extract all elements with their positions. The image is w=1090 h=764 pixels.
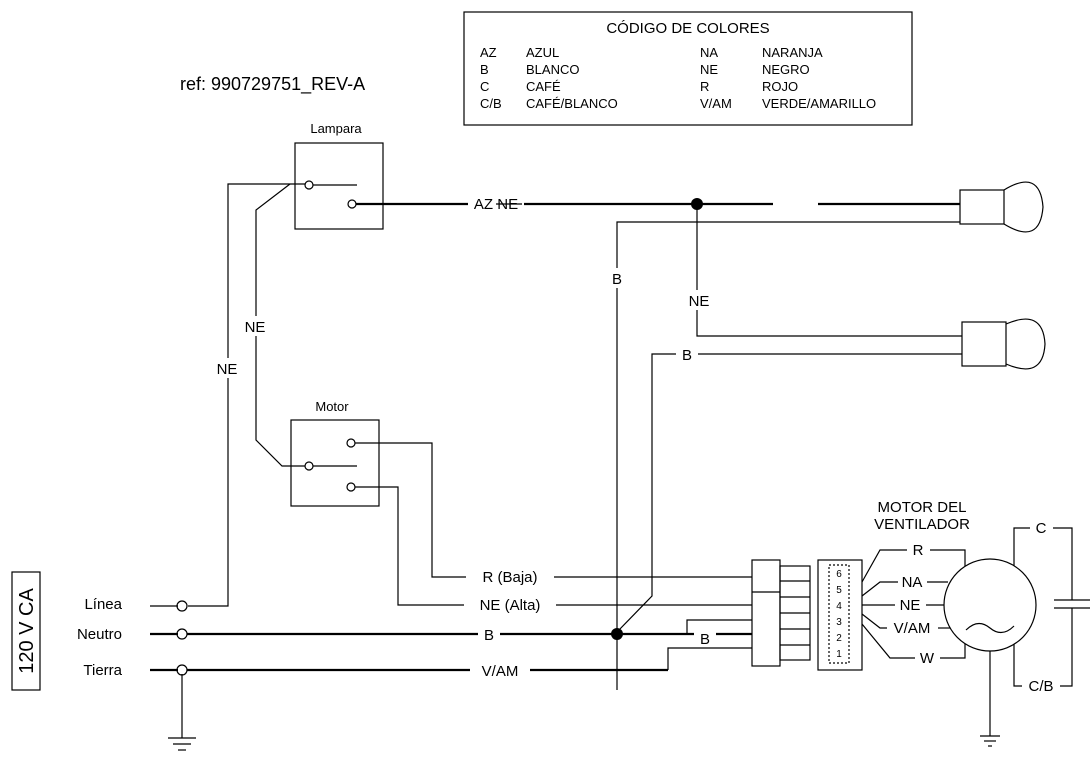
reference-number: ref: 990729751_REV-A xyxy=(180,74,365,95)
fan-motor-title: VENTILADOR xyxy=(874,516,970,533)
fan-motor: MOTOR DEL VENTILADOR R NA NE V/AM W C C/… xyxy=(861,499,1090,747)
lamp-switch-label: Lampara xyxy=(310,121,362,136)
switch-jumper-wire xyxy=(255,183,305,467)
pin-number: 1 xyxy=(836,649,842,660)
motor-lead-label: NE xyxy=(900,597,921,614)
capacitor-lead-label: C xyxy=(1036,520,1047,537)
legend-code: NA xyxy=(700,45,718,60)
lamp2-white-wire xyxy=(616,353,962,633)
fan-motor-title: MOTOR DEL xyxy=(878,499,967,516)
lamp-2 xyxy=(961,318,1046,370)
legend-code: B xyxy=(480,62,489,77)
legend-name: BLANCO xyxy=(526,62,579,77)
legend-name: NARANJA xyxy=(762,45,823,60)
power-supply: 120 V CA Línea Neutro Tierra xyxy=(11,571,188,691)
motor-lead-label: W xyxy=(920,650,935,667)
terminal xyxy=(176,664,188,676)
legend-code: NE xyxy=(700,62,718,77)
capacitor-lead-label: C/B xyxy=(1028,678,1053,695)
terminal xyxy=(176,600,188,612)
pin-number: 4 xyxy=(836,601,842,612)
legend-name: NEGRO xyxy=(762,62,810,77)
connector: 6 5 4 3 2 1 xyxy=(751,559,863,671)
legend-code: V/AM xyxy=(700,96,732,111)
neutral-label: Neutro xyxy=(77,626,122,643)
voltage-label: 120 V CA xyxy=(16,588,38,674)
lamp-switch: Lampara xyxy=(294,121,384,230)
wire-label: V/AM xyxy=(482,663,519,680)
legend-title: CÓDIGO DE COLORES xyxy=(606,20,769,37)
legend-code: C/B xyxy=(480,96,502,111)
lamp-1 xyxy=(959,181,1044,233)
pin-number: 5 xyxy=(836,585,842,596)
wire-label: NE xyxy=(217,361,238,378)
wire-label: B xyxy=(484,627,494,644)
line-wire xyxy=(188,183,305,607)
motor-switch: Motor xyxy=(290,399,380,507)
motor-lead-label: NA xyxy=(902,574,923,591)
legend-code: C xyxy=(480,79,489,94)
ground-label: Tierra xyxy=(83,662,122,679)
wire-label: NE xyxy=(245,319,266,336)
lamp2-ne-wire xyxy=(696,204,962,337)
voltage-box xyxy=(11,571,41,691)
motor-lead-label: V/AM xyxy=(894,620,931,637)
pin-number: 6 xyxy=(836,569,842,580)
terminal xyxy=(176,628,188,640)
junction-dot xyxy=(611,628,623,640)
pin-number: 2 xyxy=(836,633,842,644)
color-code-legend: CÓDIGO DE COLORES AZ AZUL B BLANCO C CAF… xyxy=(463,11,913,126)
white-wire xyxy=(616,221,960,690)
wire-label: B xyxy=(682,347,692,364)
legend-name: CAFÉ xyxy=(526,79,561,94)
legend-code: AZ xyxy=(480,45,497,60)
pin-number: 3 xyxy=(836,617,842,628)
wire-label: B xyxy=(612,271,622,288)
wire-label: NE (Alta) xyxy=(480,597,541,614)
low-speed-wire xyxy=(355,442,752,578)
wire-label: B xyxy=(700,631,710,648)
motor-circle xyxy=(943,558,1037,652)
motor-switch-label: Motor xyxy=(315,399,349,414)
motor-lead-label: R xyxy=(913,542,924,559)
wire-label: NE xyxy=(689,293,710,310)
legend-name: AZUL xyxy=(526,45,559,60)
legend-code: R xyxy=(700,79,709,94)
legend-name: VERDE/AMARILLO xyxy=(762,96,876,111)
wire-label: R (Baja) xyxy=(482,569,537,586)
high-speed-wire xyxy=(355,486,752,606)
legend-name: ROJO xyxy=(762,79,798,94)
line-label: Línea xyxy=(84,596,122,613)
legend-name: CAFÉ/BLANCO xyxy=(526,96,618,111)
